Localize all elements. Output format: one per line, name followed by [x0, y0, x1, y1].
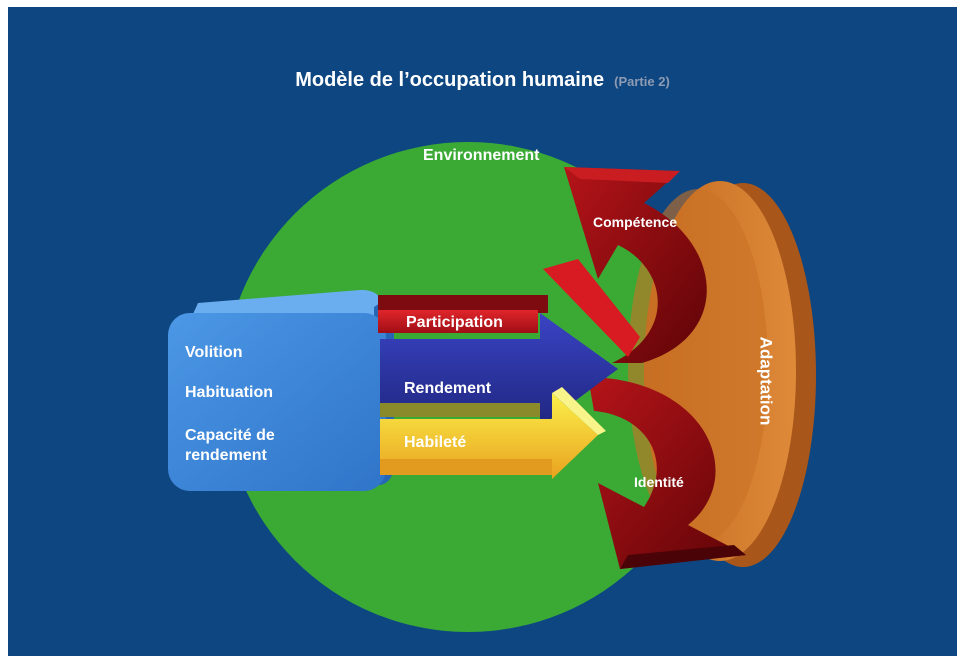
page-subtitle: (Partie 2): [614, 74, 670, 89]
participation-label: Participation: [406, 314, 503, 331]
environment-label: Environnement: [423, 147, 540, 164]
participation-arrow: [378, 295, 548, 333]
slide-canvas: Modèle de l’occupation humaine (Partie 2)…: [8, 7, 957, 656]
habituation-label: Habituation: [185, 384, 273, 401]
competence-label: Compétence: [593, 214, 678, 230]
identite-label: Identité: [634, 474, 684, 490]
competence-arrow: [543, 167, 707, 363]
adaptation-label: Adaptation: [756, 336, 776, 426]
page-title: Modèle de l’occupation humaine: [295, 69, 605, 91]
identite-arrow: [588, 377, 746, 569]
title-row: Modèle de l’occupation humaine (Partie 2): [8, 69, 957, 92]
habilete-arrow: [380, 387, 606, 479]
volition-label: Volition: [185, 344, 243, 361]
occupation-model-diagram: [168, 142, 816, 632]
habilete-label: Habileté: [404, 434, 467, 451]
capacite-de-rendement-label: Capacité de rendement: [185, 427, 275, 464]
rendement-label: Rendement: [404, 380, 492, 397]
